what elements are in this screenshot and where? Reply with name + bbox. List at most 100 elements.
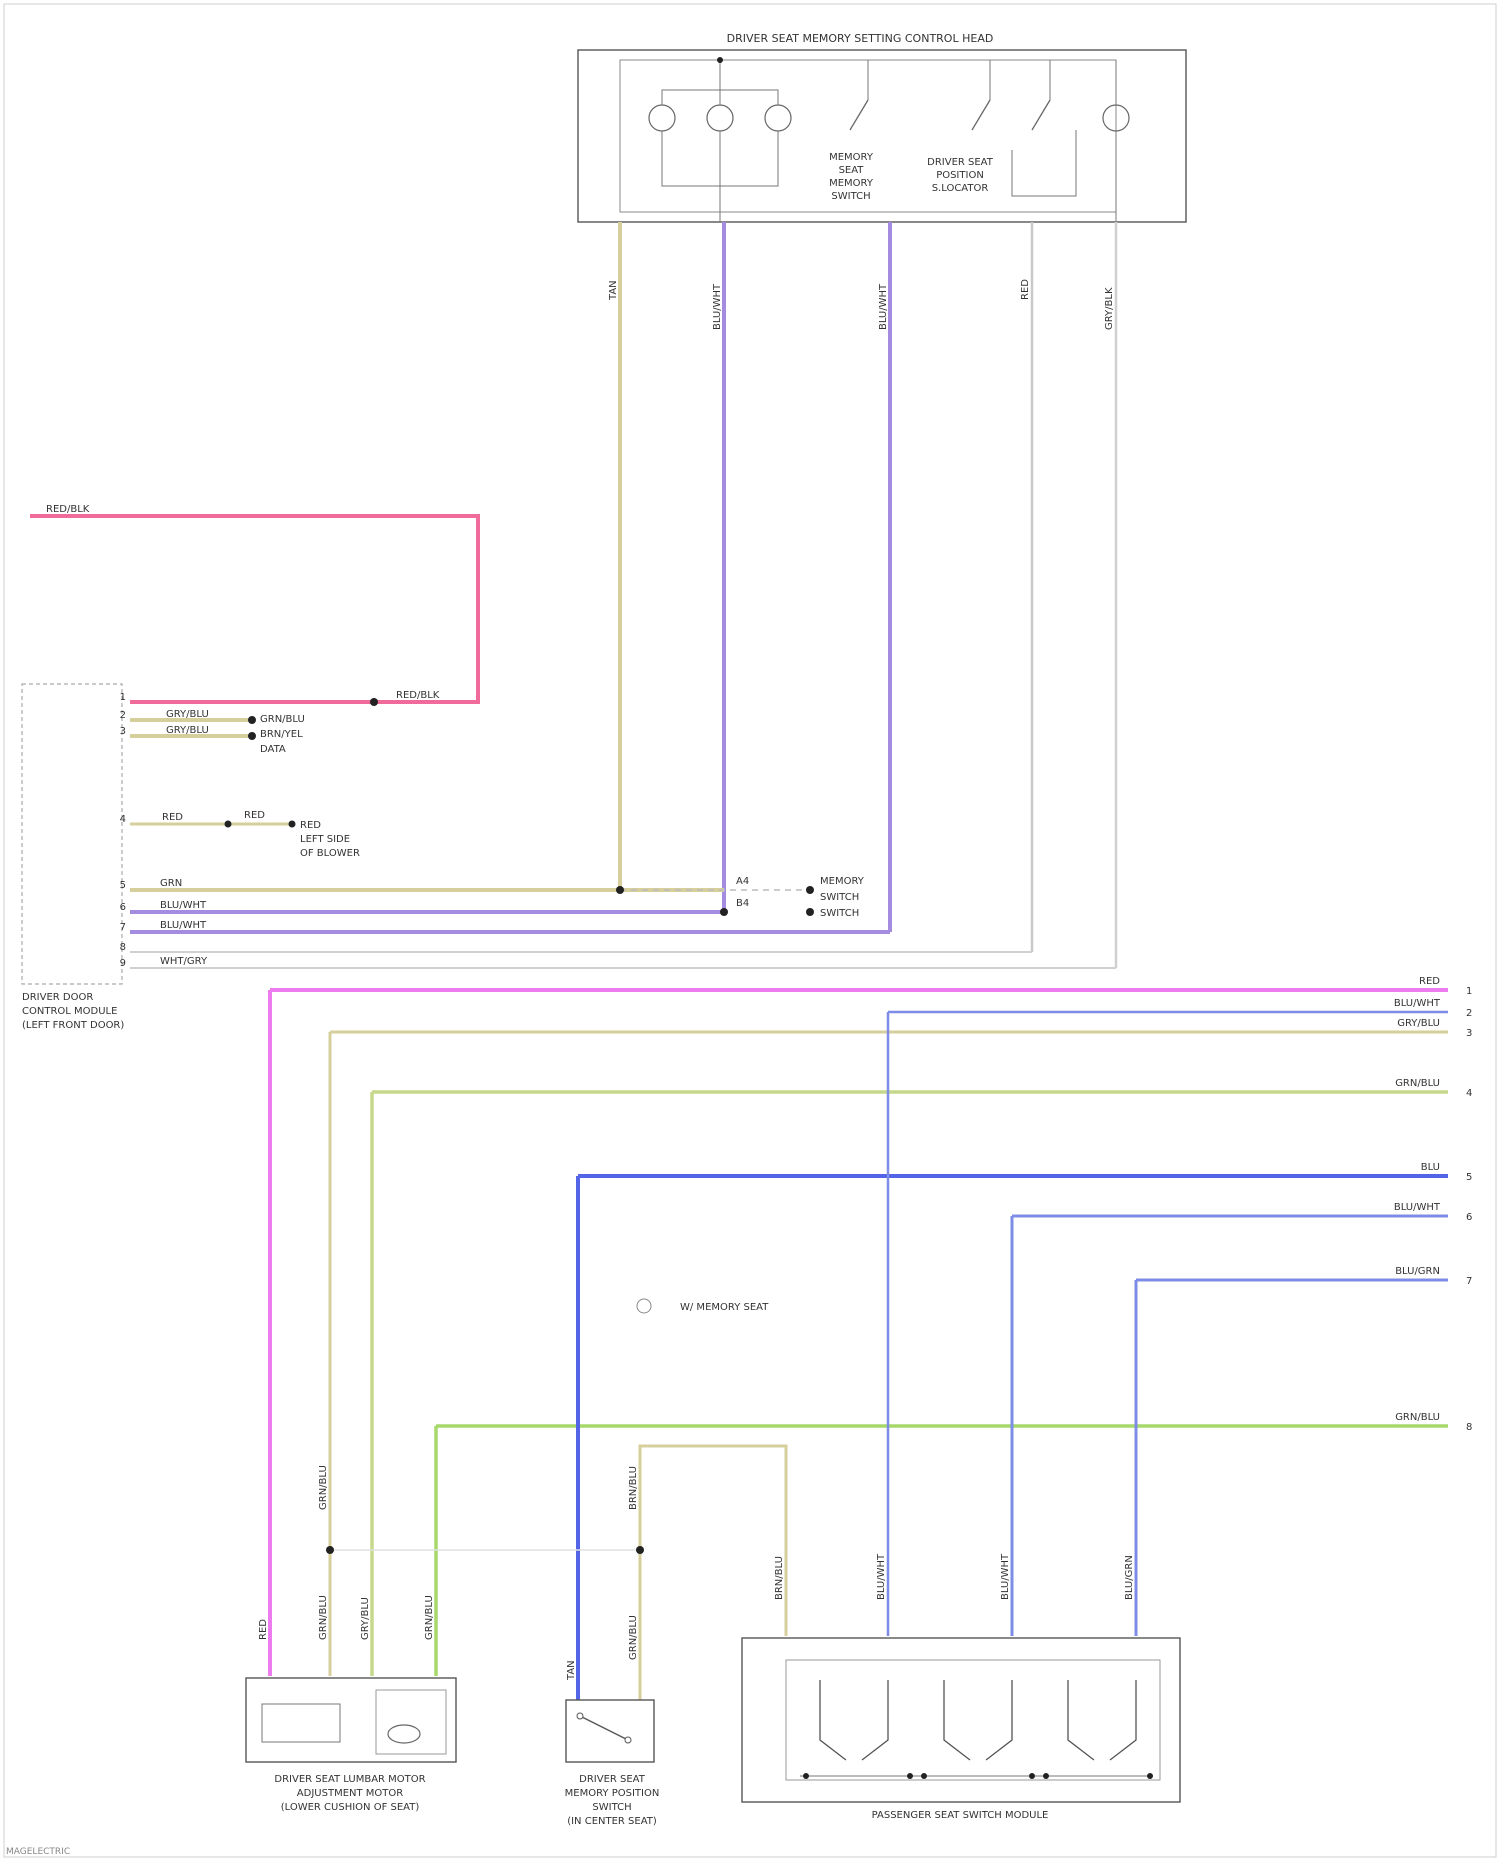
top-vertical-wires: TAN BLU/WHT BLU/WHT RED GRY/BLK xyxy=(608,222,1116,968)
v-label-1: GRN/BLU xyxy=(318,1465,329,1510)
v-label-6: BRN/BLU xyxy=(628,1466,639,1510)
center-note: W/ MEMORY SEAT xyxy=(637,1299,769,1313)
right-blue3-label: BLU/WHT xyxy=(1394,1202,1441,1213)
left-pin-1: 1 xyxy=(120,692,126,703)
v-label-7: GRN/BLU xyxy=(628,1615,639,1660)
center-note-text: W/ MEMORY SEAT xyxy=(680,1302,769,1313)
right-pin-6: 6 xyxy=(1466,1212,1472,1223)
side-note1: RED xyxy=(300,820,321,831)
right-pin-1: 1 xyxy=(1466,986,1472,997)
seat-switch-module-name: PASSENGER SEAT SWITCH MODULE xyxy=(872,1810,1049,1821)
right-harness: RED BLU/WHT GRY/BLU GRN/BLU BLU BLU/WHT … xyxy=(270,976,1472,1433)
left-pin-5: 5 xyxy=(120,880,126,891)
right-pin-3: 3 xyxy=(1466,1028,1472,1039)
v-label-2: GRN/BLU xyxy=(318,1595,329,1640)
v-label-9: BLU/WHT xyxy=(1000,1553,1011,1600)
heat-switch-l4: (IN CENTER SEAT) xyxy=(567,1816,657,1827)
lower-wire1-label: GRN xyxy=(160,878,182,889)
switch-contact xyxy=(850,100,868,130)
left-pin-4: 4 xyxy=(120,814,126,825)
heat-switch-l1: DRIVER SEAT xyxy=(579,1774,646,1785)
seat-memory-title: DRIVER SEAT MEMORY SETTING CONTROL HEAD xyxy=(727,32,994,45)
to-harness1-label: GRN/BLU xyxy=(260,714,305,725)
module-outline xyxy=(22,684,122,984)
right-pin-4: 4 xyxy=(1466,1088,1472,1099)
pink-top-label: RED/BLK xyxy=(46,504,90,515)
position-switch-l3: S.LOCATOR xyxy=(932,183,989,194)
lower-wire2-label: BLU/WHT xyxy=(160,900,207,911)
pink-circuit: RED/BLK RED/BLK xyxy=(30,504,478,706)
right-green-label: GRN/BLU xyxy=(1395,1078,1440,1089)
motor-symbol xyxy=(649,105,675,131)
pink-wire xyxy=(30,516,478,702)
heat-switch-l3: SWITCH xyxy=(592,1802,631,1813)
motor-icon xyxy=(388,1725,420,1743)
vert-tan-label: TAN xyxy=(608,280,619,301)
right-green2-label: GRN/BLU xyxy=(1395,1412,1440,1423)
to-harness2-label: BRN/YEL xyxy=(260,729,303,740)
memory-switch-l4: SWITCH xyxy=(831,191,870,202)
left-pin-3: 3 xyxy=(120,726,126,737)
vert-gray-label: GRY/BLK xyxy=(1104,287,1115,330)
lumbar-name-l3: (LOWER CUSHION OF SEAT) xyxy=(281,1802,420,1813)
motor-symbol xyxy=(707,105,733,131)
v-label-11: BRN/BLU xyxy=(774,1556,785,1600)
door-control-module: DRIVER DOOR CONTROL MODULE (LEFT FRONT D… xyxy=(22,684,1116,1031)
left-pin-8: 8 xyxy=(120,942,126,953)
to-harness3-label: DATA xyxy=(260,744,286,755)
footer-credit: MAGELECTRIC xyxy=(6,1847,70,1857)
v-label-8: BLU/WHT xyxy=(876,1553,887,1600)
position-switch-l2: POSITION xyxy=(936,170,984,181)
module-name-l2: CONTROL MODULE xyxy=(22,1006,117,1017)
lower-note1: MEMORY xyxy=(820,876,865,887)
pink-mid-label: RED/BLK xyxy=(396,690,440,701)
right-pin-2: 2 xyxy=(1466,1008,1472,1019)
vert-violet2-label: BLU/WHT xyxy=(878,283,889,330)
module-name-l1: DRIVER DOOR xyxy=(22,992,93,1003)
lumbar-name-l2: ADJUSTMENT MOTOR xyxy=(297,1788,403,1799)
side-red-label: RED xyxy=(162,812,183,823)
memory-switch-l2: SEAT xyxy=(839,165,865,176)
module-tan1-label: GRY/BLU xyxy=(166,709,209,720)
lower-wire3-label: BLU/WHT xyxy=(160,920,207,931)
passenger-seat-switch-module: PASSENGER SEAT SWITCH MODULE xyxy=(742,1638,1180,1821)
position-switch-l1: DRIVER SEAT xyxy=(927,157,994,168)
right-blue4-label: BLU/GRN xyxy=(1395,1266,1440,1277)
right-blue1-label: BLU/WHT xyxy=(1394,998,1441,1009)
left-pin-9: 9 xyxy=(120,958,126,969)
lower-wire4-label: WHT/GRY xyxy=(160,956,208,967)
right-tan-label: GRY/BLU xyxy=(1397,1018,1440,1029)
side-red2-label: RED xyxy=(244,810,265,821)
connector-a-label: A4 xyxy=(736,876,749,887)
right-blue2-label: BLU xyxy=(1421,1162,1440,1173)
v-label-5: GRN/BLU xyxy=(424,1595,435,1640)
v-label-10: BLU/GRN xyxy=(1124,1555,1135,1600)
vert-red-label: RED xyxy=(1020,279,1031,300)
left-pin-7: 7 xyxy=(120,922,126,933)
lumbar-name-l1: DRIVER SEAT LUMBAR MOTOR xyxy=(274,1774,425,1785)
right-pin-7: 7 xyxy=(1466,1276,1472,1287)
lower-note3: SWITCH xyxy=(820,908,859,919)
left-pin-2: 2 xyxy=(120,710,126,721)
module-tan2-label: GRY/BLU xyxy=(166,725,209,736)
memory-position-switch: DRIVER SEAT MEMORY POSITION SWITCH (IN C… xyxy=(565,1700,660,1827)
v-label-4: GRY/BLU xyxy=(360,1597,371,1640)
connector-b-label: B4 xyxy=(736,898,749,909)
motor-symbol xyxy=(765,105,791,131)
seat-memory-control-head: DRIVER SEAT MEMORY SETTING CONTROL HEAD … xyxy=(578,32,1186,222)
v-label-3: RED xyxy=(258,1619,269,1640)
left-pin-6: 6 xyxy=(120,902,126,913)
right-pin-8: 8 xyxy=(1466,1422,1472,1433)
right-pink-label: RED xyxy=(1419,976,1440,987)
memory-switch-l3: MEMORY xyxy=(829,178,874,189)
vert-violet1-label: BLU/WHT xyxy=(712,283,723,330)
side-note3: OF BLOWER xyxy=(300,848,360,859)
switch-contact xyxy=(580,1716,628,1740)
memory-switch-l1: MEMORY xyxy=(829,152,874,163)
heat-switch-l2: MEMORY POSITION xyxy=(565,1788,660,1799)
lumbar-motor: DRIVER SEAT LUMBAR MOTOR ADJUSTMENT MOTO… xyxy=(246,1678,456,1813)
side-note2: LEFT SIDE xyxy=(300,834,350,845)
right-pin-5: 5 xyxy=(1466,1172,1472,1183)
